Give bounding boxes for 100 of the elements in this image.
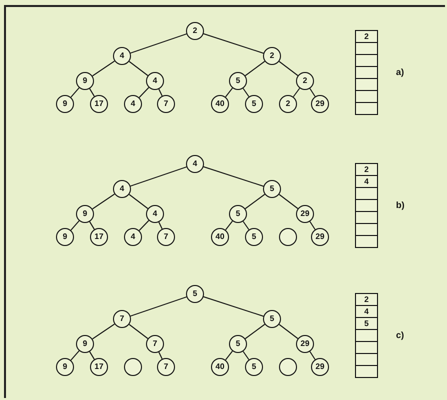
tree-node-circle — [296, 335, 314, 353]
node-value: 29 — [316, 100, 324, 108]
tree-edge — [203, 296, 264, 317]
empty-stack-cell — [355, 353, 378, 366]
tree-edge — [309, 88, 316, 97]
node-value: 7 — [164, 100, 168, 108]
tree-edge — [92, 324, 116, 340]
tree-edge — [130, 166, 187, 187]
node-value: 40 — [216, 100, 224, 108]
empty-stack-cell — [355, 211, 378, 224]
tree-node-circle — [211, 358, 229, 376]
node-value: 29 — [316, 363, 324, 371]
tree-edge — [70, 87, 80, 98]
tree-node-circle — [56, 358, 74, 376]
empty-tree-node-circle — [279, 358, 297, 376]
tree-node-circle — [113, 310, 131, 328]
node-value: 29 — [300, 340, 310, 348]
node-value: 4 — [130, 233, 136, 241]
node-value: 7 — [152, 340, 158, 348]
node-value: 4 — [152, 210, 158, 218]
empty-stack-cell — [355, 341, 378, 354]
empty-stack-cell — [355, 42, 378, 55]
tree-edge — [89, 351, 95, 360]
node-value: 5 — [236, 210, 240, 218]
tree-node-circle — [90, 95, 108, 113]
node-value: 9 — [82, 210, 88, 218]
tree-node-circle — [146, 72, 164, 90]
node-value: 5 — [192, 290, 198, 298]
tree-node-circle — [263, 310, 281, 328]
tree-node-circle — [157, 358, 175, 376]
empty-stack-cell — [355, 223, 378, 236]
tree-edge — [89, 88, 95, 97]
node-value: 9 — [62, 363, 68, 371]
tree-edge — [128, 194, 148, 210]
node-value: 4 — [192, 160, 198, 168]
empty-stack-cell — [355, 187, 378, 200]
tree-node-circle — [146, 205, 164, 223]
empty-stack-cell — [355, 102, 378, 115]
tree-edge — [130, 33, 187, 54]
tree-node-circle — [311, 95, 329, 113]
tree-edge — [203, 33, 264, 54]
tree-node-circle — [311, 228, 329, 246]
node-value: 17 — [94, 363, 104, 371]
tree-node-circle — [229, 72, 247, 90]
tree-edge — [244, 194, 266, 210]
panel-label: b) — [396, 200, 404, 210]
node-value: 5 — [236, 340, 240, 348]
node-value: 2 — [364, 32, 369, 40]
node-value: 7 — [164, 363, 168, 371]
tree-edge — [138, 220, 150, 231]
tree-node-circle — [186, 155, 204, 173]
tree-node-circle — [245, 358, 263, 376]
empty-tree-node-circle — [124, 358, 142, 376]
stack-cell — [355, 163, 378, 176]
node-value: 29 — [300, 210, 310, 218]
tree-node-circle — [245, 95, 263, 113]
tree-edge — [278, 194, 298, 210]
node-value: 5 — [270, 185, 274, 193]
tree-node-circle — [229, 335, 247, 353]
node-value: 2 — [364, 166, 369, 174]
stack-cell — [355, 305, 378, 318]
tree-edge — [292, 88, 300, 98]
tree-edge — [130, 296, 187, 317]
node-value: 2 — [302, 77, 308, 85]
node-value: 2 — [364, 296, 369, 304]
tree-edge — [244, 324, 266, 340]
node-value: 5 — [252, 363, 256, 371]
panel-label: c) — [396, 330, 404, 340]
node-value: 5 — [252, 100, 256, 108]
empty-stack-cell — [355, 199, 378, 212]
empty-stack-cell — [355, 90, 378, 103]
tree-edge — [138, 87, 150, 98]
tree-node-circle — [279, 95, 297, 113]
tree-edge — [225, 220, 233, 230]
node-value: 5 — [252, 233, 256, 241]
tree-edge — [242, 350, 250, 360]
tree-node-circle — [263, 180, 281, 198]
stack-cell — [355, 30, 378, 43]
tree-node-circle — [296, 72, 314, 90]
stack-cell — [355, 175, 378, 188]
tree-edge — [128, 324, 148, 340]
tree-edge — [128, 60, 148, 76]
node-value: 2 — [270, 52, 274, 60]
tree-node-circle — [211, 228, 229, 246]
tree-node-circle — [157, 95, 175, 113]
node-value: 5 — [364, 320, 369, 328]
stack-cell — [355, 317, 378, 330]
node-value: 40 — [216, 233, 224, 241]
tree-edge — [278, 324, 298, 340]
tree-edge — [70, 220, 80, 231]
node-value: 2 — [192, 27, 198, 35]
tree-node-circle — [124, 95, 142, 113]
node-value: 4 — [130, 100, 136, 108]
tree-node-circle — [186, 285, 204, 303]
empty-stack-cell — [355, 66, 378, 79]
tree-node-circle — [296, 205, 314, 223]
tree-edge — [203, 166, 264, 187]
tree-node-circle — [90, 358, 108, 376]
tree-node-circle — [76, 72, 94, 90]
tree-edge — [89, 221, 95, 230]
